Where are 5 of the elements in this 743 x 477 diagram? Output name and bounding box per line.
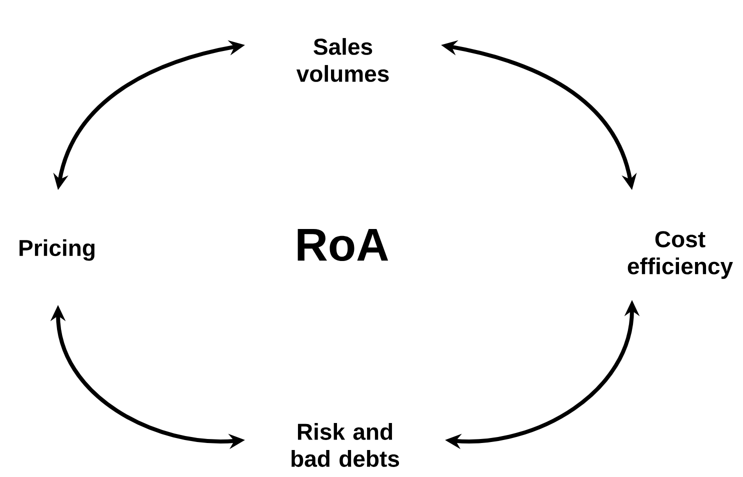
node-label: Pricing	[20, 239, 94, 261]
node-label: Sales volumes	[296, 38, 389, 82]
node-label: Cost efficiency	[628, 231, 733, 279]
node-label: Risk and bad debts	[292, 423, 400, 467]
centre-label: RoA	[298, 228, 388, 262]
